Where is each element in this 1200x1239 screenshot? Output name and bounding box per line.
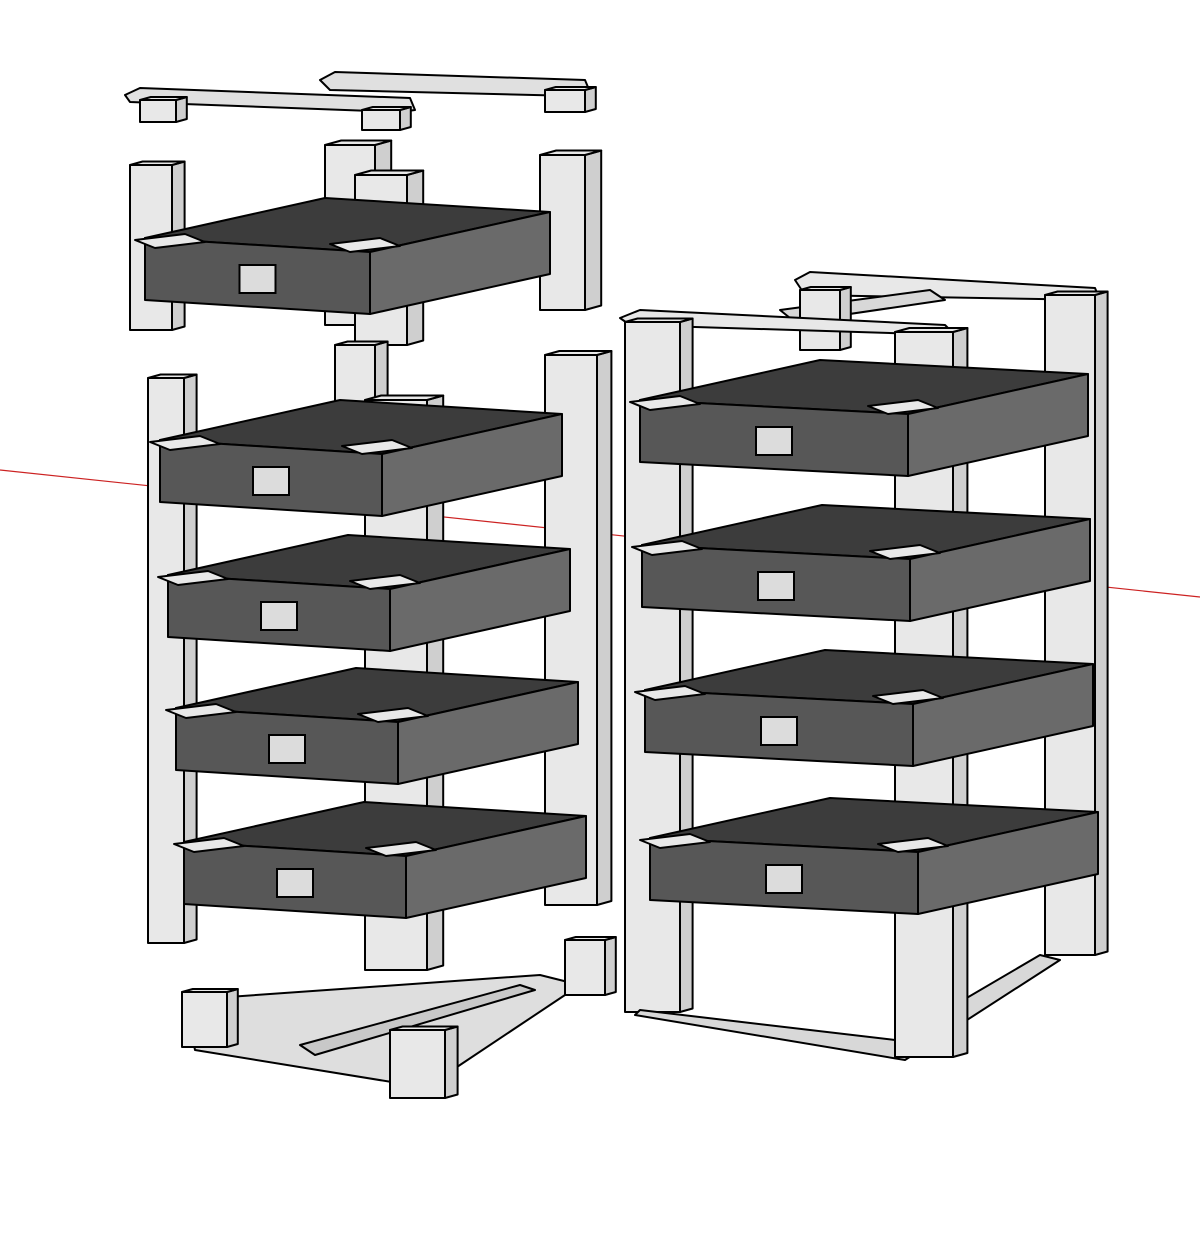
right-drawer <box>629 359 1089 477</box>
base-foot-side <box>604 936 617 996</box>
shelf-tab <box>357 707 429 723</box>
drawer-handle <box>238 264 277 294</box>
base-foot <box>389 1029 446 1099</box>
base-foot-side <box>226 988 239 1048</box>
cap-foot <box>139 99 177 123</box>
cap-foot-side <box>584 86 597 113</box>
shelf-tab <box>631 540 703 556</box>
left-drawer <box>157 534 571 652</box>
base-crossbar <box>299 984 536 1056</box>
shelf-tab <box>165 703 237 719</box>
shelf-tab <box>149 435 221 451</box>
back-left-post <box>334 344 376 406</box>
base-foot <box>181 991 228 1048</box>
drawer-handle <box>276 868 314 898</box>
back-right-post-side <box>596 350 613 906</box>
shelf-tab <box>349 574 421 590</box>
shelf-tab <box>134 233 206 249</box>
cap-foot-side <box>175 96 188 123</box>
cap-foot <box>544 89 586 113</box>
shelf-tab <box>173 837 245 853</box>
drawer-handle <box>260 601 298 631</box>
top-cap-front <box>124 87 416 113</box>
left-drawer <box>165 667 579 785</box>
shelf-tab <box>867 399 939 415</box>
right-drawer <box>639 797 1099 915</box>
shelf-tab <box>157 570 229 586</box>
right-drawer <box>631 504 1091 622</box>
shelf-tab <box>872 689 944 705</box>
base-foot-side <box>444 1025 459 1099</box>
drawer-handle <box>252 466 290 496</box>
shelf-tab <box>329 237 401 253</box>
shelf-tab <box>365 841 437 857</box>
shelf-tab <box>639 833 711 849</box>
shelf-tab <box>629 395 701 411</box>
front-left-post <box>147 377 185 944</box>
top-drawer <box>134 197 551 315</box>
drawer-handle <box>765 864 803 894</box>
shelf-tab <box>634 685 706 701</box>
right-base-bar <box>634 954 1061 1061</box>
right-back-left-post-side <box>839 286 852 351</box>
base-foot <box>564 939 606 996</box>
drawer-handle <box>760 716 798 746</box>
left-drawer <box>149 399 563 517</box>
shelf-tab <box>341 439 413 455</box>
drawer-handle <box>755 426 793 456</box>
cap-foot <box>361 109 401 131</box>
shelf-tab <box>877 837 949 853</box>
top-back-right-post-side <box>584 149 603 311</box>
right-drawer <box>634 649 1094 767</box>
left-drawer <box>173 801 587 919</box>
shelf-tab <box>869 544 941 560</box>
drawer-handle <box>268 734 306 764</box>
drawer-handle <box>757 571 795 601</box>
